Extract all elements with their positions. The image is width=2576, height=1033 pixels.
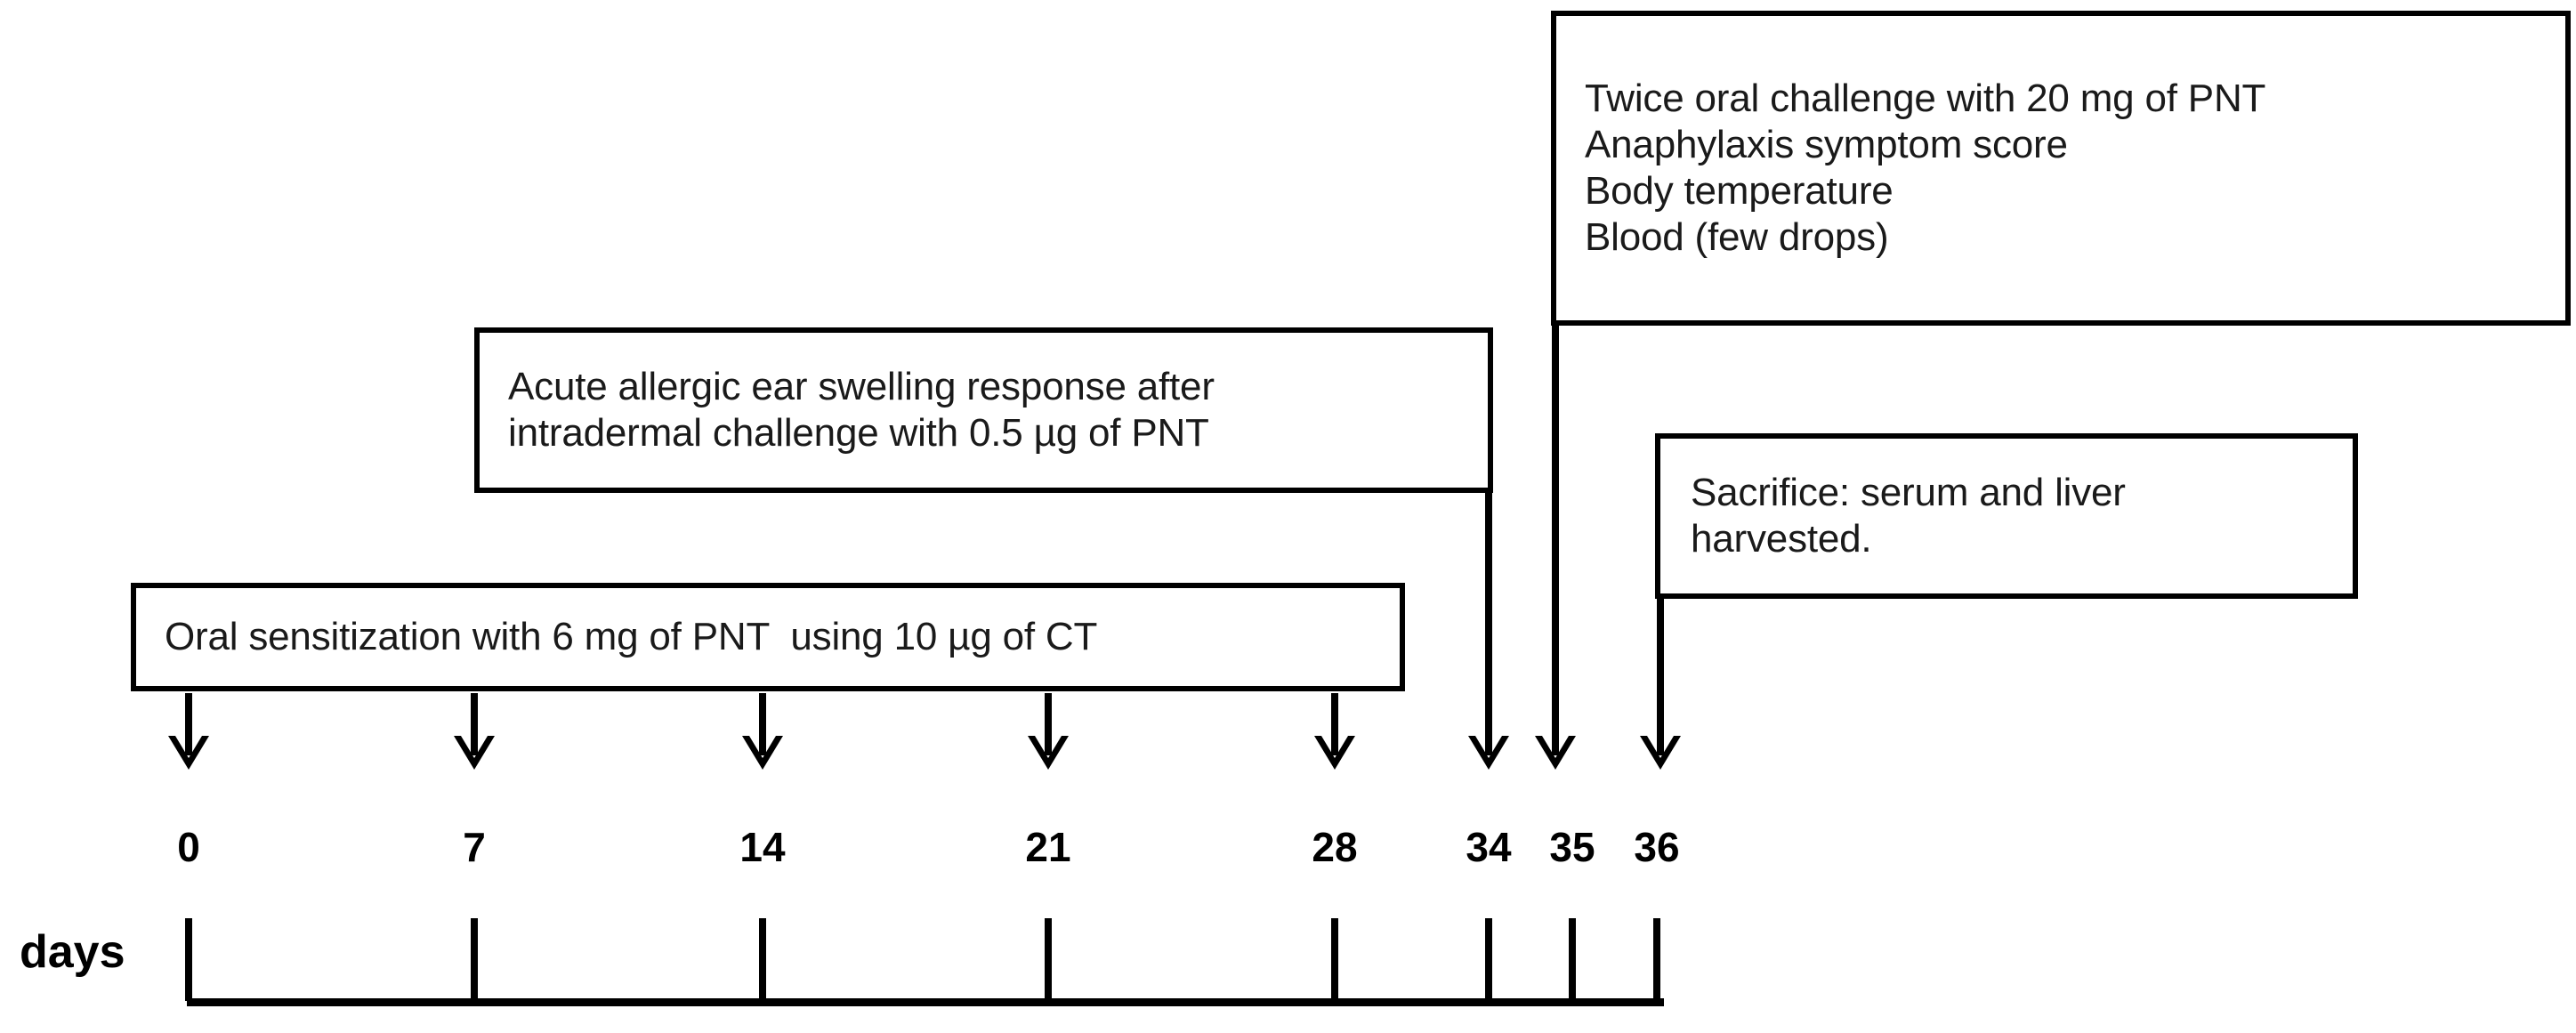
arrow-day-36 bbox=[1634, 596, 1687, 784]
acute-allergic-ear-swelling-box: Acute allergic ear swelling response aft… bbox=[474, 327, 1493, 493]
timeline-tick-day-35 bbox=[1569, 918, 1576, 1001]
arrow-day-7 bbox=[448, 693, 501, 784]
timeline-tick-day-14 bbox=[759, 918, 766, 1001]
day-label-35: 35 bbox=[1549, 824, 1595, 870]
arrow-stem bbox=[1657, 596, 1664, 755]
timeline-tick-day-7 bbox=[471, 918, 478, 1001]
day-label-28: 28 bbox=[1312, 824, 1358, 870]
day-label-7: 7 bbox=[463, 824, 486, 870]
timeline-tick-day-34 bbox=[1485, 918, 1492, 1001]
oral-sensitization-box: Oral sensitization with 6 mg of PNT usin… bbox=[131, 583, 1405, 691]
timeline-tick-day-36 bbox=[1653, 918, 1660, 1001]
sacrifice-line-1: Sacrifice: serum and liver bbox=[1691, 471, 2126, 515]
day-label-21: 21 bbox=[1025, 824, 1071, 870]
arrow-head-icon bbox=[1466, 734, 1512, 780]
challenge-line-2: Anaphylaxis symptom score bbox=[1585, 123, 2068, 167]
arrow-day-34 bbox=[1462, 490, 1515, 784]
arrow-day-35 bbox=[1529, 323, 1582, 784]
arrow-head-icon bbox=[166, 734, 212, 780]
arrow-stem bbox=[185, 693, 192, 755]
day-label-34: 34 bbox=[1466, 824, 1512, 870]
arrow-head-icon bbox=[451, 734, 497, 780]
sacrifice-box: Sacrifice: serum and liver harvested. bbox=[1655, 433, 2358, 599]
arrow-day-0 bbox=[162, 693, 215, 784]
challenge-line-4: Blood (few drops) bbox=[1585, 214, 1889, 259]
timeline-tick-day-21 bbox=[1045, 918, 1052, 1001]
day-label-36: 36 bbox=[1634, 824, 1680, 870]
sensitization-line-1: Oral sensitization with 6 mg of PNT usin… bbox=[165, 615, 1098, 659]
timeline-tick-day-0 bbox=[185, 918, 192, 1001]
arrow-day-28 bbox=[1308, 693, 1361, 784]
day-label-0: 0 bbox=[177, 824, 200, 870]
day-label-14: 14 bbox=[739, 824, 786, 870]
challenge-line-1: Twice oral challenge with 20 mg of PNT bbox=[1585, 77, 2266, 121]
arrow-stem bbox=[1552, 323, 1559, 755]
timeline-axis-baseline bbox=[187, 998, 1664, 1006]
sacrifice-line-2: harvested. bbox=[1691, 517, 1872, 561]
arrow-head-icon bbox=[1025, 734, 1071, 780]
arrow-head-icon bbox=[1532, 734, 1579, 780]
axis-label-days: days bbox=[20, 926, 125, 978]
arrow-stem bbox=[1485, 490, 1492, 755]
arrow-stem bbox=[1045, 693, 1052, 755]
ear-swelling-line-2: intradermal challenge with 0.5 µg of PNT bbox=[508, 411, 1209, 455]
twice-oral-challenge-box: Twice oral challenge with 20 mg of PNT A… bbox=[1551, 11, 2571, 326]
arrow-stem bbox=[471, 693, 478, 755]
arrow-head-icon bbox=[1312, 734, 1358, 780]
arrow-day-21 bbox=[1022, 693, 1075, 784]
arrow-stem bbox=[759, 693, 766, 755]
challenge-line-3: Body temperature bbox=[1585, 169, 1894, 213]
arrow-head-icon bbox=[739, 734, 786, 780]
arrow-head-icon bbox=[1637, 734, 1684, 780]
arrow-stem bbox=[1331, 693, 1338, 755]
ear-swelling-line-1: Acute allergic ear swelling response aft… bbox=[508, 365, 1215, 409]
arrow-day-14 bbox=[736, 693, 789, 784]
timeline-tick-day-28 bbox=[1331, 918, 1338, 1001]
